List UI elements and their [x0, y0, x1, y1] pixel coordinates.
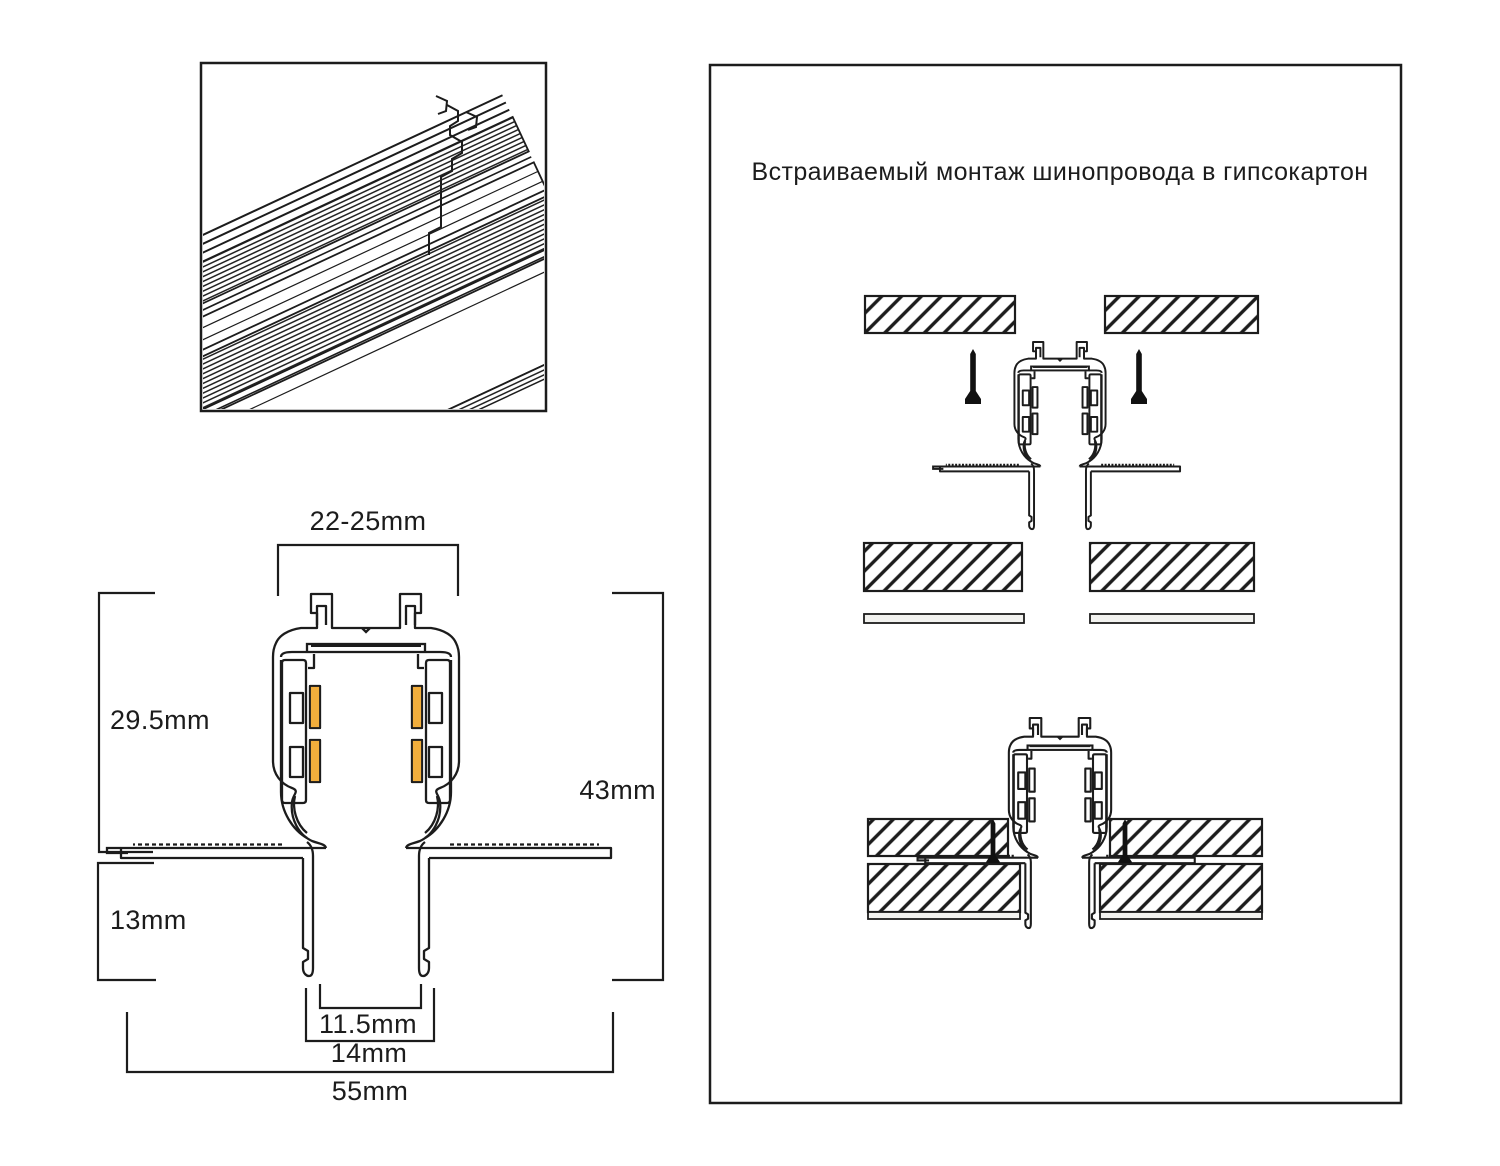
drywall-sheet [866, 817, 1010, 858]
drywall-frame-block [863, 294, 1017, 335]
finish-strip [863, 613, 1025, 624]
dimension-bracket-total-height [612, 591, 665, 982]
contact-bar [309, 685, 321, 729]
dimension-bracket-flange-depth [96, 861, 156, 982]
contact-bar [411, 685, 423, 729]
iso-view-box [199, 61, 548, 413]
mounting-step-2 [866, 718, 1264, 928]
dimension-label-top-width: 22-25mm [310, 506, 427, 536]
dimension-label-outer-bottom-width: 14mm [331, 1038, 408, 1068]
iso-flange-plate [203, 244, 544, 409]
dimension-label-total-height: 43mm [579, 775, 656, 805]
cross-section-drawing: 22-25mm 29.5mm 13mm 43mm 11.5mm 14mm 55m… [96, 506, 665, 1106]
iso-edge-lines [203, 94, 510, 373]
dimension-label-total-width: 55mm [332, 1076, 409, 1106]
mounting-step-1 [862, 294, 1260, 624]
dimension-bracket-inner-bottom-width [318, 984, 423, 1010]
iso-end-face [428, 95, 479, 255]
profile-cross-section [933, 342, 1180, 529]
drywall-sheet [866, 862, 1022, 914]
screw-icon [965, 349, 981, 404]
drywall-sheet [1108, 817, 1264, 858]
dimension-label-flange-depth: 13mm [110, 905, 187, 935]
dimension-bracket-total-width [125, 1012, 615, 1074]
drywall-frame-block [1103, 294, 1260, 335]
iso-ribbed-band-top [203, 115, 530, 409]
finish-strip [1089, 613, 1255, 624]
contact-bar [309, 739, 321, 783]
iso-ribbed-band-bottom [203, 193, 544, 409]
panel-title: Встраиваемый монтаж шинопровода в гипсок… [752, 158, 1369, 186]
drywall-sheet [1098, 862, 1264, 914]
mounting-panel-box [708, 63, 1403, 1105]
finish-strip [867, 911, 1021, 920]
drywall-sheet [1088, 541, 1256, 593]
iso-plate-edge [203, 331, 544, 409]
dimension-bracket-outer-bottom-width [304, 988, 436, 1043]
iso-track-drawing [203, 94, 544, 409]
dimension-bracket-top-width [276, 543, 460, 596]
contact-bars [309, 685, 423, 783]
dimension-label-inner-bottom-width: 11.5mm [319, 1009, 417, 1039]
finish-strip [1099, 911, 1263, 920]
contact-bar [411, 739, 423, 783]
drywall-sheet [862, 541, 1024, 593]
dimension-label-upper-height: 29.5mm [110, 705, 210, 735]
dimension-bracket-upper-height [97, 591, 155, 854]
screw-icon [1131, 349, 1147, 404]
